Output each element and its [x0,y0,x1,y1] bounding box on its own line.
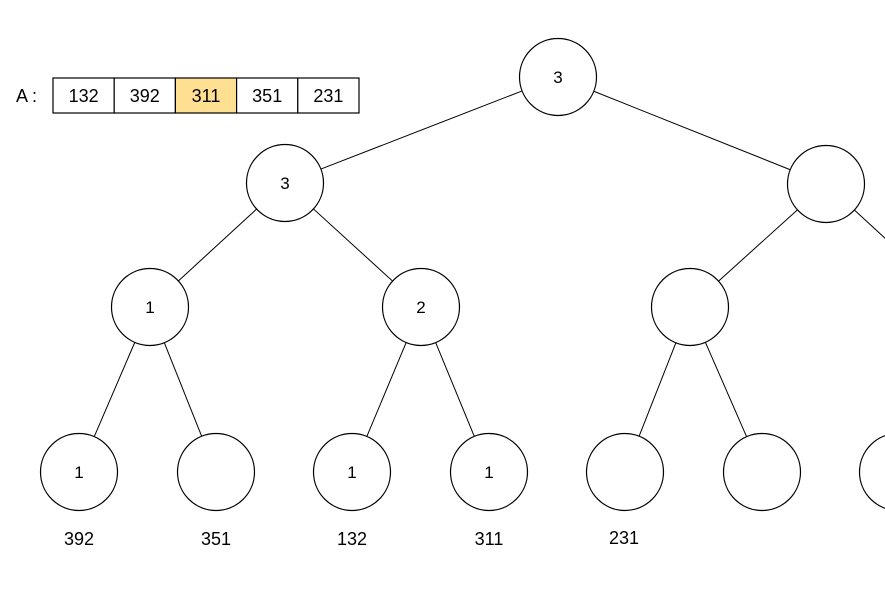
tree-edges [93,90,885,437]
tree-node-circle [650,267,730,347]
tree-node-rrl [858,435,885,509]
tree-edge-l-ll [178,208,257,282]
array-label: A : [16,86,37,106]
leaf-label: 231 [609,528,639,548]
tree-node-lrr: 1 [449,432,529,512]
tree-edge-rl-rll [638,342,677,437]
tree-nodes: 3 3 1 2 1 1 1 [39,37,885,512]
tree-node-circle [518,37,598,117]
tree-node-circle [381,267,461,347]
array-cell-3: 351 [236,77,299,114]
leaf-label: 392 [64,529,94,549]
tree-node-value: 1 [145,298,154,317]
array-cell-value: 392 [130,86,160,106]
tree-node-circle [585,432,665,512]
array-cell-2: 311 [174,77,238,114]
tree-edge-lr-lrr [435,342,475,437]
tree-node-circle [39,432,119,512]
tree-edge-r-rr_offscreen [854,209,885,239]
tree-edge-ll-llr [163,342,203,437]
array-cell-box [236,77,299,114]
tree-edge-lr-lrl [366,342,407,437]
tree-node-circle [176,432,256,512]
tree-node-value: 1 [347,463,356,482]
array-cell-value: 351 [252,86,282,106]
tree-edge-root-l [320,90,523,170]
tree-node-rlr [722,432,802,512]
tree-node-root: 3 [518,37,598,117]
tree-node-rll [585,432,665,512]
array-cell-value: 132 [69,86,99,106]
array-a: A : 132 392 311 351 231 [16,77,360,114]
tree-edge-root-r [593,90,791,171]
array-cell-box [113,77,176,114]
array-cell-1: 392 [113,77,176,114]
tree-edge-ll-lll [93,342,136,437]
tree-node-circle [110,267,190,347]
tree-node-circle [312,432,392,512]
tree-node-value: 1 [484,463,493,482]
leaf-label: 311 [475,529,504,549]
tree-node-value: 3 [553,68,562,87]
tree-node-ll: 1 [110,267,190,347]
array-cell-value: 231 [313,86,343,106]
array-cell-0: 132 [52,77,115,114]
tree-node-rl [650,267,730,347]
array-cell-value: 311 [192,86,221,106]
leaf-label: 132 [337,529,367,549]
tree-edge-r-rl [718,209,798,282]
array-cell-box [297,77,360,114]
tree-node-value: 2 [416,298,425,317]
tree-node-value: 3 [280,174,289,193]
leaf-label: 351 [201,529,231,549]
tree-node-lrl: 1 [312,432,392,512]
array-cell-4: 231 [297,77,360,114]
tree-node-circle [858,435,885,509]
array-cells: 132 392 311 351 231 [52,77,360,114]
tree-node-circle [245,143,325,223]
tree-node-value: 1 [74,463,83,482]
tree-node-circle [722,432,802,512]
tree-node-l: 3 [245,143,325,223]
tree-node-llr [176,432,256,512]
tree-node-lll: 1 [39,432,119,512]
tree-node-circle [786,144,866,224]
tree-node-r [786,144,866,224]
leaf-labels: 392 351 132 311 231 [64,528,639,549]
tree-node-circle [449,432,529,512]
tree-edge-l-lr [313,208,393,282]
tree-edge-rl-rlr [704,342,748,437]
tree-node-lr: 2 [381,267,461,347]
